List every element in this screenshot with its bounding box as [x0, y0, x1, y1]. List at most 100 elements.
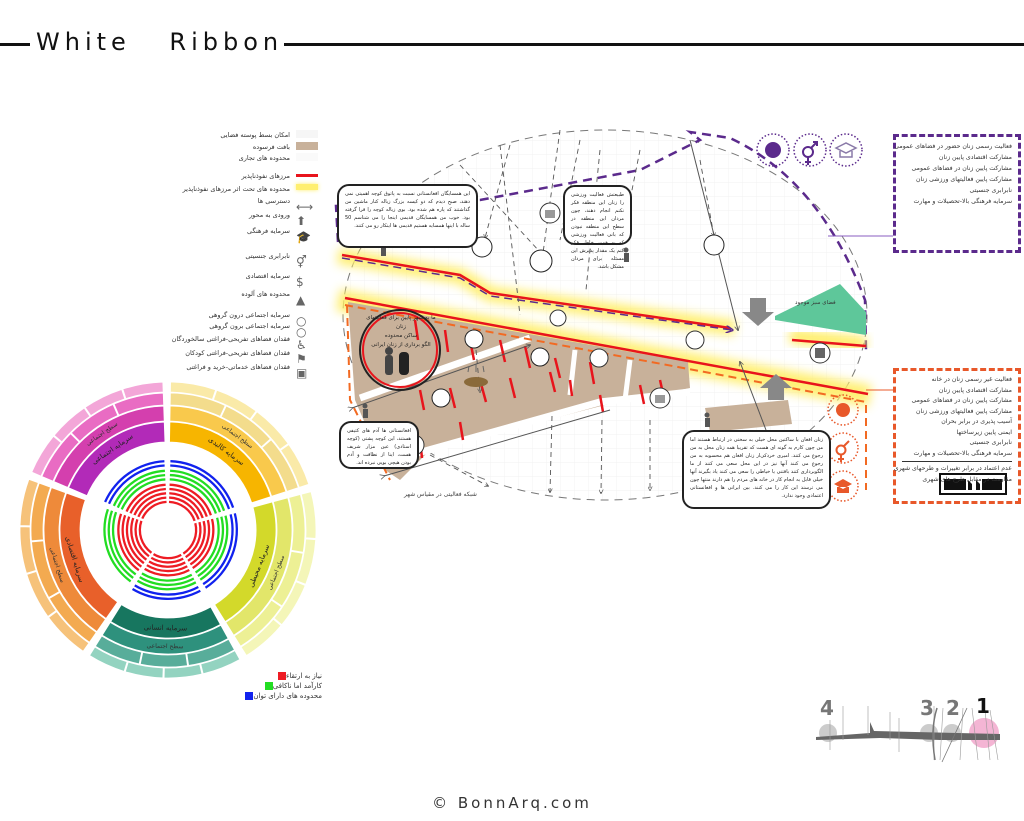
- wheel-segment: [200, 650, 241, 675]
- wheel-legend-swatch: [264, 682, 273, 690]
- wheel-segment: [48, 611, 90, 652]
- wheel-segment: [59, 492, 119, 620]
- city-network-label: شبکه فعالیتی در مقیاس شهر: [404, 491, 477, 498]
- wheel-segment: [48, 591, 97, 643]
- double-arrow-icon: ⟷: [296, 200, 314, 214]
- wheel-stripe-blue: [134, 584, 199, 596]
- wheel-segment: [30, 482, 52, 542]
- wheel-segment: [31, 435, 62, 477]
- box-line: سرمایه فرهنگی بالا-تحصیلات و مهارت: [913, 449, 1012, 457]
- wheel-segment: [163, 663, 203, 679]
- wheel-segment: [273, 581, 306, 626]
- social-capital-circle-icon: [471, 236, 493, 258]
- focus-line: ساکن محدوده: [384, 333, 418, 339]
- wheel-stripe-red: [141, 500, 167, 520]
- social-capital-circle-icon: [703, 234, 725, 256]
- wheel-stripe-red: [185, 521, 202, 559]
- wheel-segment: [170, 381, 217, 400]
- wheel-segment: [212, 389, 257, 420]
- box-line: مشارکت پایین فعالیتهای ورزشی زنان: [916, 407, 1012, 415]
- wheel-stripe-red: [169, 496, 200, 520]
- wheel-legend-item: نیاز به ارتقاء: [252, 672, 322, 680]
- wheel-stripe-red: [182, 522, 198, 555]
- legend-item-label: سرمایه اقتصادی: [245, 272, 290, 280]
- section-label-4: 4: [820, 696, 834, 720]
- wheel-segment: [280, 444, 310, 488]
- wheel-stripe-red: [125, 516, 145, 565]
- garbage-pile-icon: [464, 364, 488, 387]
- wheel-segment: [186, 638, 235, 666]
- wheel-stripe-blue: [131, 588, 201, 600]
- wheel-stripe-red: [169, 492, 204, 519]
- wheel-segment: [113, 392, 165, 416]
- wheel-segment: [53, 405, 165, 488]
- wheel-segment: [19, 478, 39, 527]
- wheel-stripe-green: [199, 515, 229, 581]
- green-space: [775, 284, 866, 335]
- wheel-stripe-red: [168, 500, 196, 522]
- legend-item-label: فقدان فضاهای خدماتی-خرید و فراغتی: [186, 363, 290, 371]
- wheel-segment: [295, 538, 317, 585]
- impermeable-boundary-line: [341, 253, 731, 330]
- wheel-segment: [220, 405, 271, 448]
- wheel-stripe-green: [169, 473, 222, 513]
- wheel-segment: [94, 635, 143, 665]
- wheel-legend-item: محدوده های دارای توان: [245, 692, 322, 700]
- wheel-segment: [139, 651, 188, 668]
- focus-line: ما به شهر پایین برای فعالیتهای زنان: [366, 315, 436, 330]
- wheel-stripe-red: [192, 518, 215, 569]
- wheel-stripe-green: [107, 510, 134, 579]
- gender-icon: [793, 133, 827, 167]
- box-line: ایمنی پایین زیرساختها: [956, 428, 1012, 436]
- wheel-stripe-red: [125, 483, 166, 513]
- focus-circle: [359, 309, 441, 391]
- wheel-stripe-red: [121, 514, 143, 568]
- beige-swatch-icon: [296, 142, 318, 154]
- impermeable-boundary-line: [344, 296, 869, 396]
- social-capital-circle-icon: [431, 388, 451, 408]
- social-capital-circle-icon: [529, 249, 553, 273]
- wheel-stripe-red: [144, 567, 190, 577]
- header-rule-right: [284, 43, 1024, 46]
- box-divider: [902, 461, 1012, 462]
- wheel-stripe-red: [152, 553, 182, 560]
- yellow-glow-icon: [296, 184, 318, 196]
- section-label-1: 1: [976, 694, 990, 718]
- wheel-stripe-red: [133, 492, 167, 516]
- impermeable-edge-impact-zone: [789, 329, 867, 351]
- wheel-segment: [89, 646, 128, 672]
- wheel-stripe-red: [129, 487, 166, 514]
- wheel-stripe-blue: [204, 513, 238, 589]
- wheel-stripe-red: [117, 513, 140, 572]
- wheel-segment: [250, 411, 289, 450]
- legend-item-label: فقدان فضاهای تفریحی-فراغتی سالخوردگان: [171, 335, 290, 343]
- page-title: White Ribbon: [36, 28, 284, 56]
- wheel-segment: [225, 497, 293, 636]
- wheel-stripe-red: [150, 556, 184, 564]
- money-hand-icon: [756, 133, 790, 167]
- money-hand-icon: [827, 394, 859, 426]
- wheel-legend-label: نیاز به ارتقاء: [286, 672, 322, 680]
- wheel-stripe-red: [189, 519, 211, 566]
- wheel-legend-label: محدوده های دارای توان: [253, 692, 322, 700]
- wheel-stripe-red: [138, 520, 153, 554]
- legend-item-label: سرمایه اجتماعی برون گروهی: [209, 322, 290, 330]
- wheel-stripe-red: [169, 483, 212, 516]
- resident-quote-callout: زنان افغان با ساکنین محل خیلی به سختی در…: [682, 430, 831, 509]
- wheel-stripe-blue: [202, 514, 234, 586]
- resident-quote-callout: افغانستانی ها آدم های کثیفی هستند، این ک…: [339, 421, 419, 469]
- wheel-segment: [124, 661, 164, 679]
- entry-arrow-icon: [760, 374, 792, 400]
- copyright-footer: © BonnArq.com: [432, 794, 592, 812]
- wheel-segment: [70, 403, 119, 442]
- focus-circle: [362, 312, 438, 388]
- wheel-segment: [122, 381, 164, 400]
- elderly-icon: ♿: [296, 338, 307, 352]
- graduation-cap-icon: [829, 133, 863, 167]
- purple-zone-boundary: [334, 130, 868, 351]
- wheel-legend-label: کارآمد اما ناکافی: [272, 682, 322, 690]
- gender-icon: ⚥: [296, 255, 307, 269]
- wheel-stripe-green: [194, 517, 220, 574]
- box-line: فعالیت غیر رسمی زنان در خانه: [931, 376, 1012, 383]
